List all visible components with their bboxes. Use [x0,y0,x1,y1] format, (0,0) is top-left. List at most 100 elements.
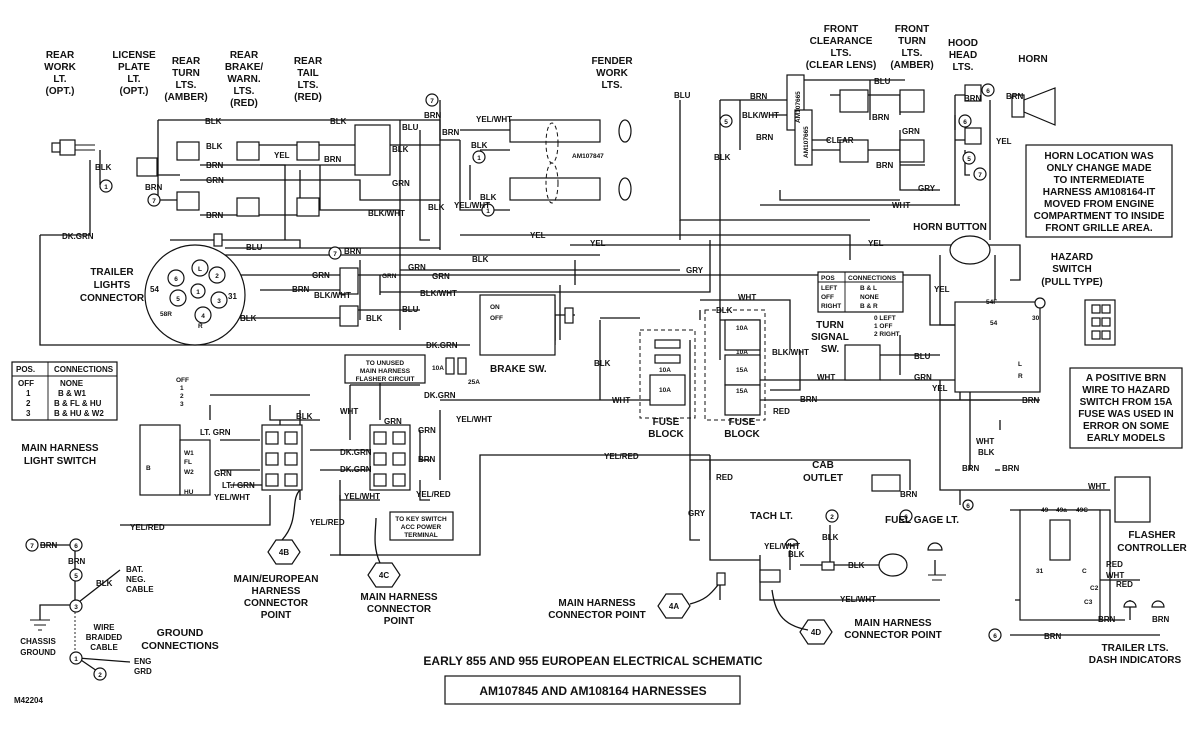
brn-note-line-2: WIRE TO HAZARD [1082,385,1170,396]
front-turn-label-3: LTS. [902,48,923,59]
wire-tag: BRN [418,455,436,464]
fuel-gage-lamp-icon [927,542,943,551]
fender-work-label-2: WORK [596,68,628,79]
wire-tag: BRN [145,183,163,192]
conn-4a-label-1: MAIN HARNESS [558,598,636,609]
horn-button-label: HORN BUTTON [913,222,987,233]
fuse-labels: 10A 10A 10A 10A 15A 15A 10A 25A [432,325,748,395]
term-c: C [1082,568,1087,575]
rear-tail-label-1: REAR [294,56,323,67]
fuse-15a-a: 15A [736,367,748,374]
brn-note-line-5: ERROR ON SOME [1083,421,1169,432]
fuse-10a-a: 10A [659,367,671,374]
wire-tag: YEL [932,384,948,393]
wire-tag: DK.GRN [340,448,372,457]
subtitle-frame [444,675,741,705]
light-switch-table-frame [11,361,118,421]
bat-neg-label-1: BAT. [126,565,143,574]
wire-tag: BRN [900,490,918,499]
callout-1: 1 [477,155,481,162]
wire-tag: BLK [480,193,497,202]
trailer-pin-58r: 58R [160,311,172,318]
brn-note-line-1: A POSITIVE BRN [1086,373,1166,384]
conn-4d-label-1: MAIN HARNESS [854,618,932,629]
horn-note-line-7: FRONT GRILLE AREA. [1045,223,1153,234]
callout-7: 7 [430,98,434,105]
wire-tag: GRN [902,127,920,136]
braided-label-1: WIRE [94,623,116,632]
fender-work-label-3: LTS. [602,80,623,91]
wire-tag: RED [1106,560,1123,569]
fuel-gage-label: FUEL GAGE LT. [885,515,959,526]
fender-lamp-icon [618,119,632,143]
wire-tag: YEL [274,151,290,160]
fuse-25a-inline: 25A [468,379,480,386]
cab-outlet-label-2: OUTLET [803,473,843,484]
wire-tag: GRN [214,469,232,478]
hazard-label-3: (PULL TYPE) [1041,277,1102,288]
turn-pos-1: 1 OFF [874,323,892,330]
term-49c: 49C [1076,507,1088,514]
turn-signal-switch-icon [844,344,881,381]
fender-work-label-1: FENDER [591,56,633,67]
wire-tag: BRN [292,285,310,294]
trailer-pin-31: 31 [228,292,237,301]
trailer-connector-label-2: LIGHTS [94,280,131,291]
wire-tag: DK.GRN [424,391,456,400]
brake-sw-label: BRAKE SW. [490,364,547,375]
term-l: L [1018,361,1022,368]
wire-tag: BLK [471,141,488,150]
light-pos-2: 2 [180,393,184,400]
wire-tag: YEL [996,137,1012,146]
wire-tag: YEL/RED [604,452,639,461]
horn-button-icon [949,235,991,265]
chassis-ground-icon [30,619,50,631]
turn-table-header-conn: CONNECTIONS [848,275,897,282]
wire-tag: YEL/WHT [214,493,250,502]
rear-work-label-2: WORK [44,62,76,73]
front-clearance-label-2: CLEARANCE [810,36,873,47]
callout-6: 6 [904,514,908,521]
callout-shapes [25,83,1002,681]
wire-tag: YEL/RED [130,523,165,532]
wire-tag: LT. GRN [200,428,231,437]
hazard-switch-body [954,301,1041,393]
wire-tag: WHT [738,293,756,302]
rear-tail-label-4: (RED) [294,92,322,103]
term-fl: FL [184,459,192,466]
part-am107665-a: AM107665 [795,91,802,123]
wire-tag: BLK [96,579,113,588]
wire-tag: BLK [978,448,995,457]
wire-tag: GRN [384,417,402,426]
wire-tag: BRN [442,128,460,137]
term-49a: 49a [1056,507,1067,514]
rear-tail-label-3: LTS. [298,80,319,91]
wire-tag: YEL/WHT [344,492,380,501]
wire-tag: BLK [392,145,409,154]
term-c2: C2 [1090,585,1099,592]
horn-label: HORN [1018,54,1047,65]
term-49: 49 [1041,507,1049,514]
rear-turn-lamp-icon [176,141,200,161]
wire-tag: BRN [206,211,224,220]
wire-tag: BLU [402,305,419,314]
callout-1: 1 [486,208,490,215]
am107665-connector-b [794,109,813,166]
turn-table-cell: B & L [860,285,877,292]
tach-lamp-icon [785,538,799,546]
rear-work-label-3: LT. [53,74,66,85]
wire-tag: YEL/WHT [476,115,512,124]
brn-note-line-6: EARLY MODELS [1087,433,1166,444]
callout-5: 5 [724,119,728,126]
fuse-block-2-label-1: FUSE [729,417,756,428]
license-lamp-icon [136,157,158,177]
wire-tag: BRN [1152,615,1170,624]
turn-pos-0: 0 LEFT [874,315,896,322]
bat-neg-label-3: CABLE [126,585,154,594]
callout-7: 7 [152,198,156,205]
rear-harness-connector [354,124,391,176]
wire-tag: YEL/WHT [764,542,800,551]
conn-4b-label-4: POINT [261,610,292,621]
light-table-cell: NONE [60,379,84,388]
turn-switch-table: POS CONNECTIONS LEFT B & L OFF NONE RIGH… [821,275,897,310]
